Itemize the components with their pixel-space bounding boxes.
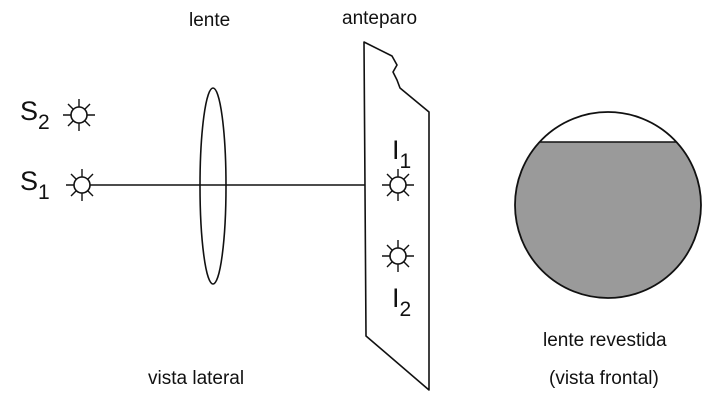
coated-lens-label: lente revestida [543,330,667,351]
lens-side-view [199,87,227,285]
source-s2-icon [63,99,95,131]
front-view-label: (vista frontal) [549,368,659,389]
lens-coating-region [515,142,701,298]
lens-front-view [514,111,702,299]
screen-label: anteparo [342,8,418,29]
source-s1-icon [66,169,98,201]
image-i2-icon [382,240,414,272]
s2-label: S2 [20,96,50,134]
lens-label: lente [189,10,231,31]
image-i1-icon [382,169,414,201]
s1-label: S1 [20,166,50,204]
i2-label: I2 [392,283,412,321]
screen-panel [363,41,430,391]
i1-label: I1 [392,135,412,173]
side-view-label: vista lateral [148,368,245,389]
